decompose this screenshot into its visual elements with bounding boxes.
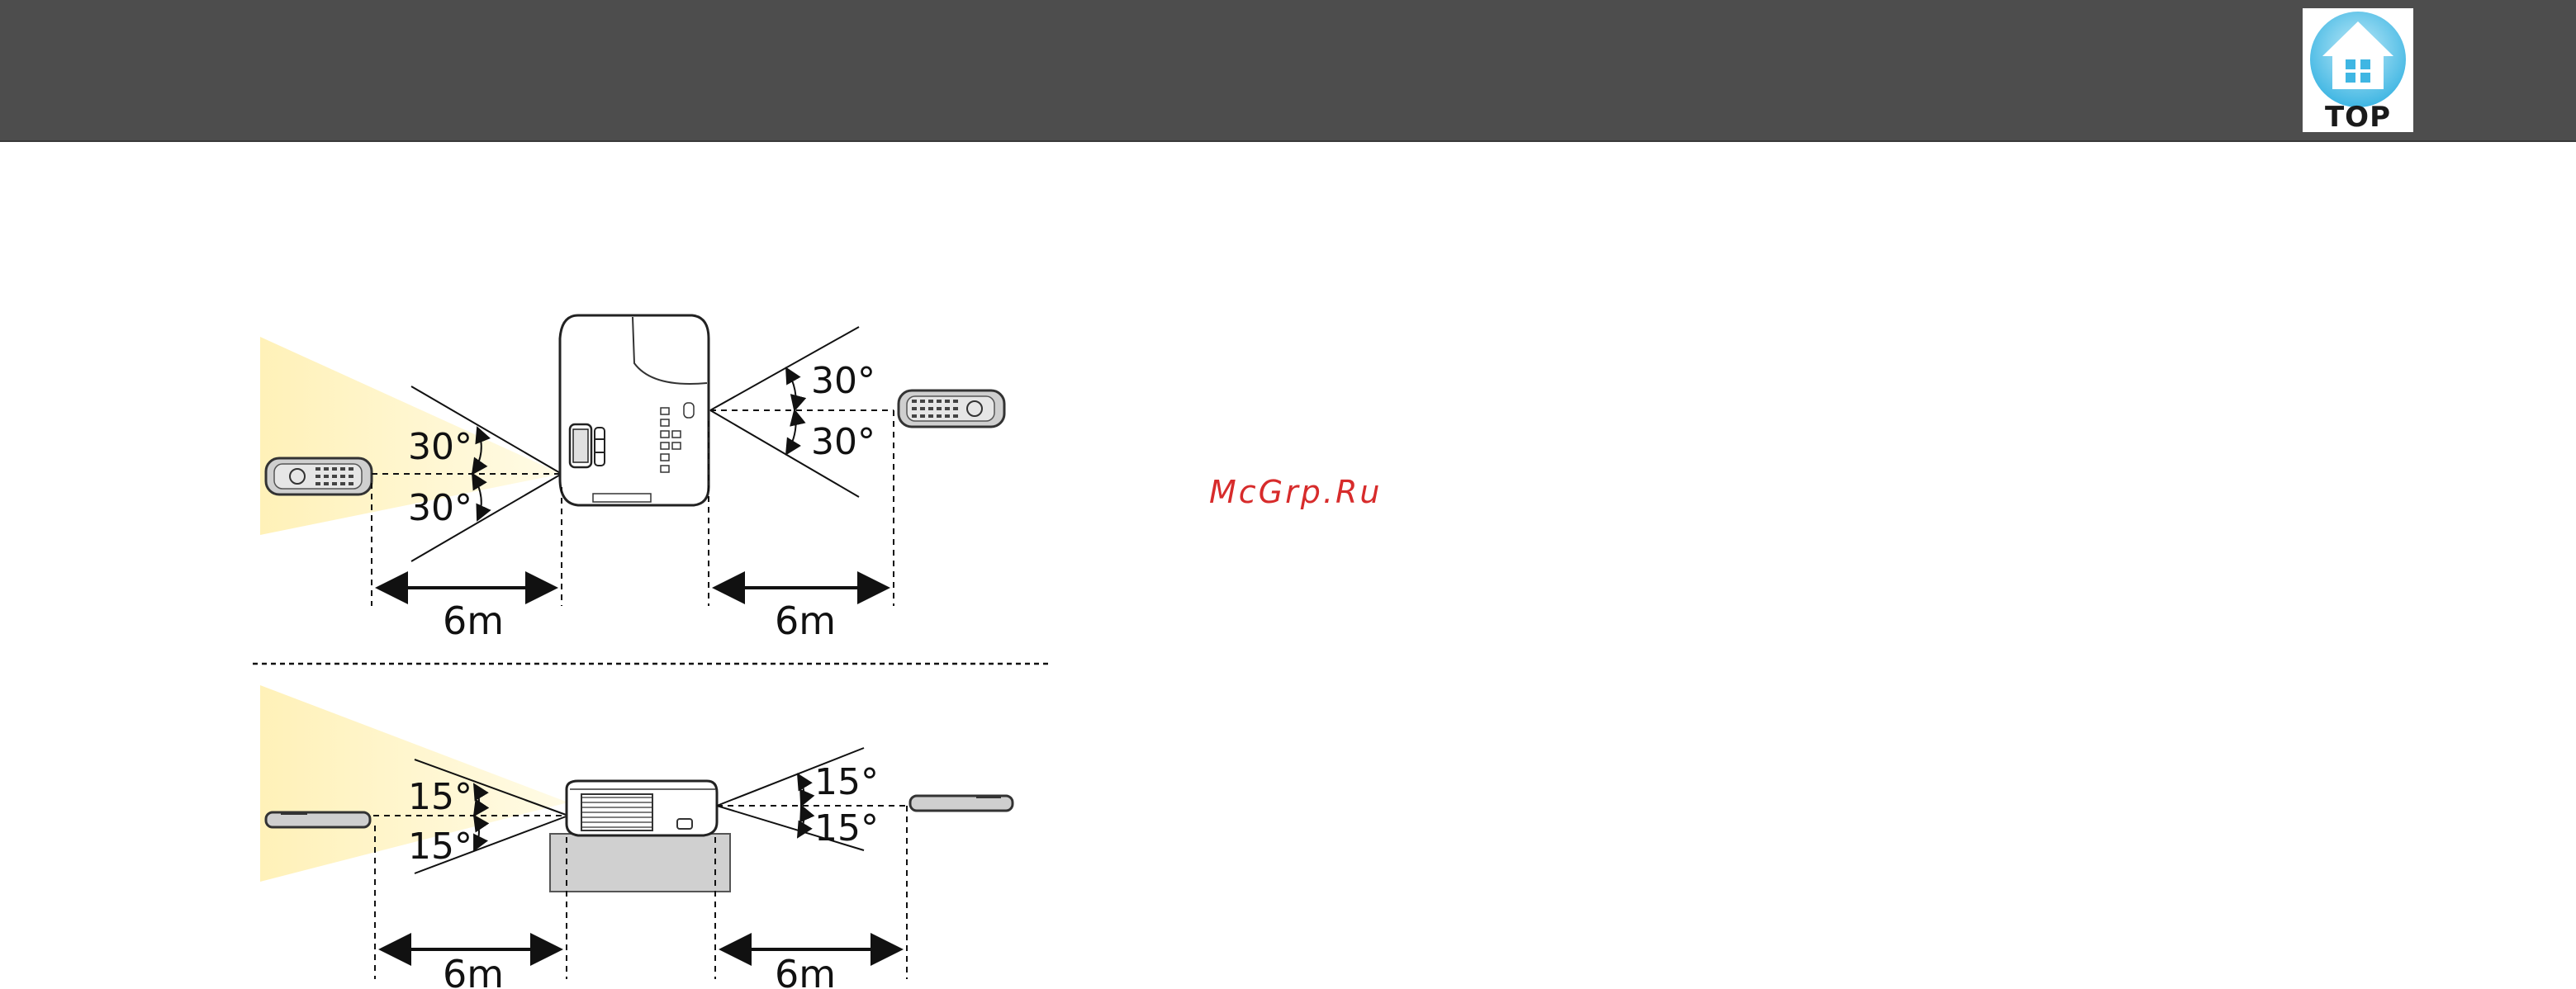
top-left-distance: 6m — [443, 599, 504, 643]
side-right-upper-angle: 15° — [814, 761, 879, 803]
projector-top-view-icon — [560, 315, 709, 505]
projector-side-view-icon — [567, 781, 717, 835]
table-icon — [550, 834, 730, 892]
top-left-upper-angle: 30° — [408, 426, 472, 468]
watermark: McGrp.Ru — [1209, 474, 1382, 510]
side-view: 15° 15° 15° 15° — [260, 685, 1013, 989]
remote-range-diagram: 30° 30° 30° 30° — [0, 0, 1074, 989]
remote-left-icon — [266, 458, 372, 494]
side-left-distance: 6m — [443, 952, 504, 989]
top-right-distance: 6m — [775, 599, 836, 643]
side-right-lower-angle: 15° — [814, 807, 879, 849]
top-button[interactable]: TOP — [2303, 8, 2413, 132]
side-right-distance: 6m — [775, 952, 836, 989]
top-right-upper-angle: 30° — [811, 360, 875, 402]
side-left-lower-angle: 15° — [408, 826, 472, 868]
remote-right-icon — [899, 390, 1004, 427]
remote-right-side-icon — [910, 796, 1013, 811]
top-label: TOP — [2303, 101, 2413, 134]
remote-left-side-icon — [266, 812, 370, 827]
top-left-lower-angle: 30° — [408, 487, 472, 529]
top-view: 30° 30° 30° 30° — [260, 315, 1004, 643]
side-left-upper-angle: 15° — [408, 776, 472, 818]
top-right-lower-angle: 30° — [811, 421, 875, 463]
